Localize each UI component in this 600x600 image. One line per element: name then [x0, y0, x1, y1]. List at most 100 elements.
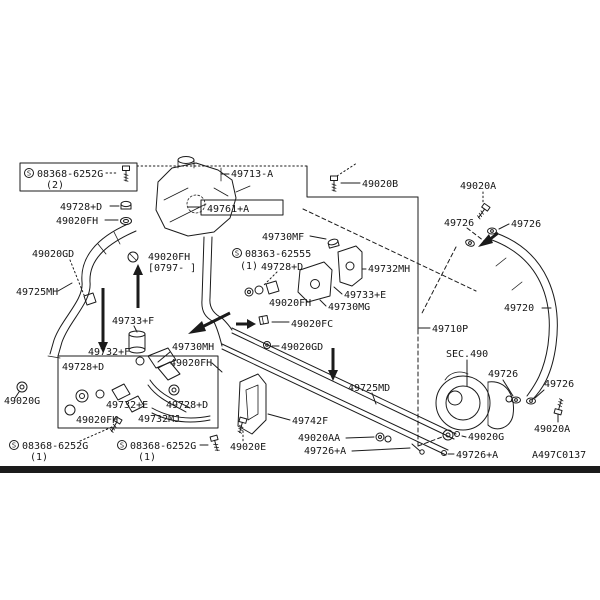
callout-tube-md: 49725MD [348, 383, 390, 405]
label-49020FH-cluster: 49020FH [170, 358, 212, 369]
label-49732MH: 49732MH [368, 264, 410, 275]
label-49020G-left: 49020G [4, 396, 40, 407]
scan-border-bar [0, 466, 600, 473]
callout-clip-fc: 49020FC [258, 315, 333, 330]
arrow-down-left-icon [188, 321, 206, 334]
screw-symbol: S [120, 442, 124, 450]
arrow-right-icon [247, 319, 256, 329]
screw-symbol: S [27, 170, 31, 178]
label-49020E: 49020E [230, 442, 266, 453]
label-49733E: 49733+E [344, 290, 386, 301]
label-49020A-top: 49020A [460, 181, 496, 192]
hose-eye-icon [464, 238, 476, 248]
label-49713A: 49713-A [231, 169, 273, 180]
callout-washer-g-bottom: 49020G [442, 429, 504, 443]
clamp-cap-icon [326, 237, 340, 249]
label-49728D-cluster-left: 49728+D [62, 362, 104, 373]
label-49761A: 49761+A [207, 204, 249, 215]
arrow-down-left-icon [478, 234, 493, 247]
label-49020FH-lower: 49020FH [76, 415, 118, 426]
label-49020A-bottom: 49020A [534, 424, 570, 435]
bolt-icon [475, 202, 491, 221]
mid-bracket-drawings [244, 237, 363, 303]
label-fastener-number: 08368-6252G [130, 441, 196, 452]
hose-eye-icon [526, 397, 536, 405]
callout-stud-mid: 49726+A [304, 443, 425, 457]
arrow-down-icon [98, 342, 108, 353]
label-49733F: 49733+F [112, 316, 154, 327]
label-49720: 49720 [504, 303, 534, 314]
label-fastener-qty: (1) [138, 452, 156, 463]
bolt-icon [330, 175, 338, 192]
callout-fastener-bottom-left-1: S 08368-6252G (1) [9, 416, 123, 463]
callout-hose-left: 49020GD 49725MH [16, 249, 97, 306]
callout-stud-bottom: 49726+A [441, 450, 498, 461]
callout-bolt-e: 49020E [230, 416, 266, 453]
callout-connector-e: 49733+E [333, 286, 386, 301]
hose-eye-icon [487, 227, 497, 235]
steel-pipe-bundle-drawing [201, 236, 457, 456]
label-49020B: 49020B [362, 179, 398, 190]
bracket-49742F-drawing [237, 373, 267, 435]
callout-grommet-top: 49020FH [56, 216, 132, 227]
arrow-down-icon [328, 370, 338, 381]
label-fastener-number: 08368-6252G [37, 169, 103, 180]
label-49732F: 49732+F [88, 347, 130, 358]
callout-clamp-mf: 49730MF [262, 232, 327, 243]
label-49726A-mid: 49726+A [304, 446, 346, 457]
label-49730MG: 49730MG [328, 302, 370, 313]
label-49726-pump-right: 49726 [544, 379, 574, 390]
screw-symbol: S [12, 442, 16, 450]
label-fastener-number: 08368-6252G [22, 441, 88, 452]
flow-arrows [98, 231, 499, 381]
label-49726-upper-right: 49726 [511, 219, 541, 230]
callout-clip-fh: 49020FH [0797- ] [127, 251, 196, 274]
label-49020AA: 49020AA [298, 433, 340, 444]
return-hose-drawing [47, 223, 137, 359]
label-49730MH: 49730MH [172, 342, 214, 353]
label-49710P: 49710P [432, 324, 468, 335]
callout-sec-490: SEC.490 [446, 349, 488, 387]
label-fastener-qty: (1) [240, 261, 258, 272]
bolt-icon [209, 434, 222, 453]
label-49020FH-mid: 49020FH [269, 298, 311, 309]
label-49020GD-mid: 49020GD [281, 342, 323, 353]
label-49020G-bottom: 49020G [468, 432, 504, 443]
label-49728D-top: 49728+D [60, 202, 102, 213]
pressure-hose-drawing [464, 227, 558, 401]
label-49020FC: 49020FC [291, 319, 333, 330]
arrow-up-icon [133, 264, 143, 275]
label-49725MD: 49725MD [348, 383, 390, 394]
label-49742F: 49742F [292, 416, 328, 427]
diagram-code: A497C0137 [532, 450, 586, 461]
callout-bracket-742: 49742F [267, 413, 328, 427]
callout-clamp-top: 49728+D [60, 200, 132, 213]
callout-fastener-top-left: S 08368-6252G (2) [24, 165, 130, 191]
label-49726A-bottom: 49726+A [456, 450, 498, 461]
clip-icon [258, 315, 269, 325]
label-fastener-qty: (1) [30, 452, 48, 463]
label-49725MH: 49725MH [16, 287, 58, 298]
callout-washer-g-left: 49020G [4, 381, 40, 407]
label-49732MJ: 49732MJ [138, 414, 180, 425]
connector-cluster-drawing [64, 330, 211, 423]
bolt-icon [122, 165, 130, 182]
clamp-cap-icon [120, 200, 132, 210]
callout-bolt-a-top: 49020A [460, 181, 496, 221]
label-49726-pump-left: 49726 [488, 369, 518, 380]
callout-bolt-a-bottom: 49020A [534, 397, 570, 435]
label-49020GD-left: 49020GD [32, 249, 74, 260]
label-sec-490: SEC.490 [446, 349, 488, 360]
callout-eyes-pump: 49726 49726 [488, 369, 574, 405]
power-steering-pump-drawing [435, 371, 514, 431]
bolt-icon [553, 397, 566, 416]
callout-piping-assy: 49710P [418, 324, 468, 335]
callout-cluster: 49733+F 49730MH 49020FH 49732+F 49728+D … [62, 316, 223, 426]
label-49726-upper-left: 49726 [444, 218, 474, 229]
label-49730MF: 49730MF [262, 232, 304, 243]
label-49020FH-top: 49020FH [56, 216, 98, 227]
callout-bracket-mg: 49730MG 49020FH [269, 298, 370, 313]
label-49020FH-clip: 49020FH [148, 252, 190, 263]
label-49732E: 49732+E [106, 400, 148, 411]
